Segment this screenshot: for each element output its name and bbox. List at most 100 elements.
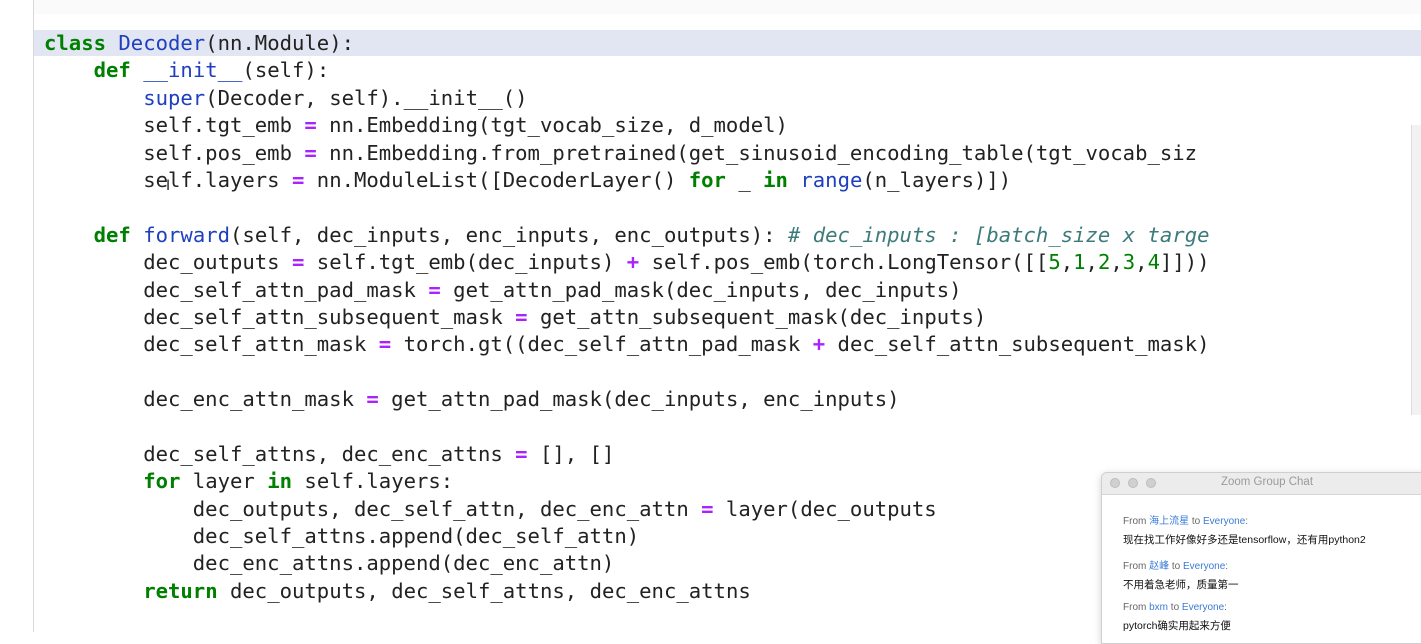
code-token: 3 bbox=[1122, 250, 1136, 275]
code-token bbox=[44, 469, 143, 493]
chat-recipient-name[interactable]: Everyone bbox=[1183, 561, 1226, 572]
code-line[interactable]: dec_outputs = self.tgt_emb(dec_inputs) +… bbox=[44, 249, 1421, 276]
close-window-icon[interactable] bbox=[1110, 478, 1120, 488]
zoom-group-chat-window[interactable]: Zoom Group Chat From 海上流星 to Everyone: 现在… bbox=[1101, 472, 1421, 644]
code-token: dec_self_attn_mask bbox=[44, 332, 379, 357]
code-token: (Decoder, self).__init__() bbox=[205, 85, 528, 110]
chat-to-label: to bbox=[1168, 602, 1182, 613]
vertical-scrollbar[interactable] bbox=[1411, 125, 1421, 415]
code-token: self.layers: bbox=[292, 469, 454, 494]
code-token: 1 bbox=[1073, 250, 1086, 275]
code-line[interactable]: self.tgt_emb = nn.Embedding(tgt_vocab_si… bbox=[44, 112, 1421, 139]
code-token: , bbox=[1060, 250, 1074, 275]
code-line[interactable]: dec_enc_attns.append(dec_enc_attn) bbox=[44, 550, 1421, 577]
code-line[interactable]: dec_self_attns.append(dec_self_attn) bbox=[44, 523, 1421, 550]
chat-from-label: From bbox=[1123, 516, 1150, 527]
code-line[interactable]: dec_self_attns, dec_enc_attns = [], [] bbox=[44, 441, 1421, 468]
chat-sender-name[interactable]: bxm bbox=[1149, 602, 1169, 613]
code-token: = bbox=[701, 496, 714, 521]
code-token: + bbox=[812, 332, 826, 357]
code-token: (self): bbox=[242, 58, 330, 83]
code-token: dec_enc_attn_mask bbox=[44, 387, 367, 412]
chat-message: From bxm to Everyone:pytorch确实用起来方便 bbox=[1123, 602, 1231, 633]
code-token: self.pos_emb bbox=[44, 140, 305, 165]
code-token: dec_enc_attns.append(dec_enc_attn) bbox=[44, 551, 615, 576]
code-token: layer(dec_outputs bbox=[713, 496, 937, 521]
code-token: nn.Embedding(tgt_vocab_size, d_model) bbox=[316, 113, 788, 138]
chat-colon: : bbox=[1245, 516, 1249, 527]
code-token: Decoder bbox=[118, 31, 206, 55]
chat-message-body: 不用着急老师，质量第一 bbox=[1123, 579, 1239, 591]
code-token: (self, dec_inputs, enc_inputs, enc_outpu… bbox=[230, 222, 788, 247]
code-token: def bbox=[93, 58, 144, 83]
code-line[interactable]: dec_outputs, dec_self_attn, dec_enc_attn… bbox=[44, 496, 1421, 523]
code-token: layer bbox=[180, 469, 268, 494]
code-token: nn.Embedding.from_pretrained(get_sinusoi… bbox=[316, 140, 1198, 165]
code-token: = bbox=[515, 304, 528, 329]
code-token: 4 bbox=[1147, 250, 1160, 275]
code-token: def bbox=[93, 222, 144, 247]
code-token: 2 bbox=[1097, 250, 1111, 275]
code-line[interactable]: for layer in self.layers: bbox=[44, 468, 1421, 495]
code-token bbox=[44, 58, 94, 82]
chat-to-label: to bbox=[1169, 561, 1184, 572]
code-token: dec_outputs bbox=[44, 250, 292, 275]
code-line[interactable]: return dec_outputs, dec_self_attns, dec_… bbox=[44, 578, 1421, 605]
code-token: for bbox=[143, 469, 181, 494]
code-token: nn.ModuleList([DecoderLayer() bbox=[304, 167, 689, 192]
code-line[interactable]: self.layers = nn.ModuleList([DecoderLaye… bbox=[44, 167, 1421, 194]
code-token: self.pos_emb(torch.LongTensor([[ bbox=[639, 250, 1049, 275]
code-token: self.tgt_emb(dec_inputs) bbox=[304, 250, 627, 275]
code-line[interactable] bbox=[44, 359, 1421, 386]
chat-colon: : bbox=[1224, 602, 1227, 613]
chat-title: Zoom Group Chat bbox=[1220, 476, 1314, 488]
code-token: = bbox=[378, 332, 392, 357]
code-line[interactable]: class Decoder(nn.Module): bbox=[44, 30, 1421, 57]
code-line[interactable]: dec_self_attn_subsequent_mask = get_attn… bbox=[44, 304, 1421, 331]
chat-message-header: From 海上流星 to Everyone: bbox=[1123, 512, 1366, 527]
code-token: = bbox=[304, 113, 317, 138]
chat-sender-name[interactable]: 海上流星 bbox=[1149, 516, 1190, 527]
code-line[interactable]: def __init__(self): bbox=[44, 57, 1421, 84]
code-token: in bbox=[763, 167, 788, 192]
code-token: for bbox=[688, 167, 726, 192]
code-token: get_attn_pad_mask(dec_inputs, enc_inputs… bbox=[378, 387, 900, 412]
code-line[interactable] bbox=[44, 413, 1421, 440]
chat-titlebar[interactable]: Zoom Group Chat bbox=[1102, 473, 1421, 495]
chat-message: From 海上流星 to Everyone: 现在找工作好像好多还是tensorf… bbox=[1123, 512, 1366, 547]
chat-from-label: From bbox=[1123, 602, 1150, 613]
code-line[interactable]: self.pos_emb = nn.Embedding.from_pretrai… bbox=[44, 140, 1421, 167]
chat-message-body: 现在找工作好像好多还是tensorflow，还有用python2 bbox=[1123, 534, 1366, 546]
text-cursor-icon: I bbox=[166, 178, 171, 194]
chat-message: From 赵峰 to Everyone:不用着急老师，质量第一 bbox=[1123, 557, 1239, 592]
chat-to-label: to bbox=[1189, 516, 1204, 527]
code-token: = bbox=[428, 277, 441, 302]
code-token: [], [] bbox=[527, 441, 615, 466]
code-line[interactable] bbox=[44, 194, 1421, 221]
code-token: , bbox=[1110, 250, 1123, 275]
cell-top-strip bbox=[34, 0, 1421, 14]
code-line[interactable]: dec_enc_attn_mask = get_attn_pad_mask(de… bbox=[44, 386, 1421, 413]
code-token: = bbox=[291, 167, 305, 192]
code-token: dec_self_attn_subsequent_mask bbox=[44, 304, 516, 329]
code-line[interactable]: dec_self_attn_mask = torch.gt((dec_self_… bbox=[44, 331, 1421, 358]
code-token: ]])) bbox=[1159, 250, 1210, 275]
code-token: class bbox=[44, 31, 119, 55]
code-token: # dec_inputs : [batch_size x targe bbox=[787, 222, 1210, 247]
code-token: forward bbox=[143, 222, 231, 247]
code-token: = bbox=[291, 250, 305, 275]
zoom-window-icon[interactable] bbox=[1146, 478, 1156, 488]
notebook-left-gutter bbox=[0, 0, 34, 632]
code-token: self.layers bbox=[44, 167, 292, 192]
chat-recipient-name[interactable]: Everyone bbox=[1203, 516, 1246, 527]
minimize-window-icon[interactable] bbox=[1128, 478, 1138, 488]
code-line[interactable]: dec_self_attn_pad_mask = get_attn_pad_ma… bbox=[44, 277, 1421, 304]
code-line[interactable]: super(Decoder, self).__init__() bbox=[44, 85, 1421, 112]
code-token: = bbox=[366, 387, 379, 412]
code-editor[interactable]: class Decoder(nn.Module): def __init__(s… bbox=[44, 30, 1421, 605]
code-token: + bbox=[626, 250, 640, 275]
chat-recipient-name[interactable]: Everyone bbox=[1181, 602, 1225, 613]
code-token: _ bbox=[725, 167, 764, 192]
chat-sender-name[interactable]: 赵峰 bbox=[1149, 561, 1170, 572]
code-line[interactable]: def forward(self, dec_inputs, enc_inputs… bbox=[44, 222, 1421, 249]
